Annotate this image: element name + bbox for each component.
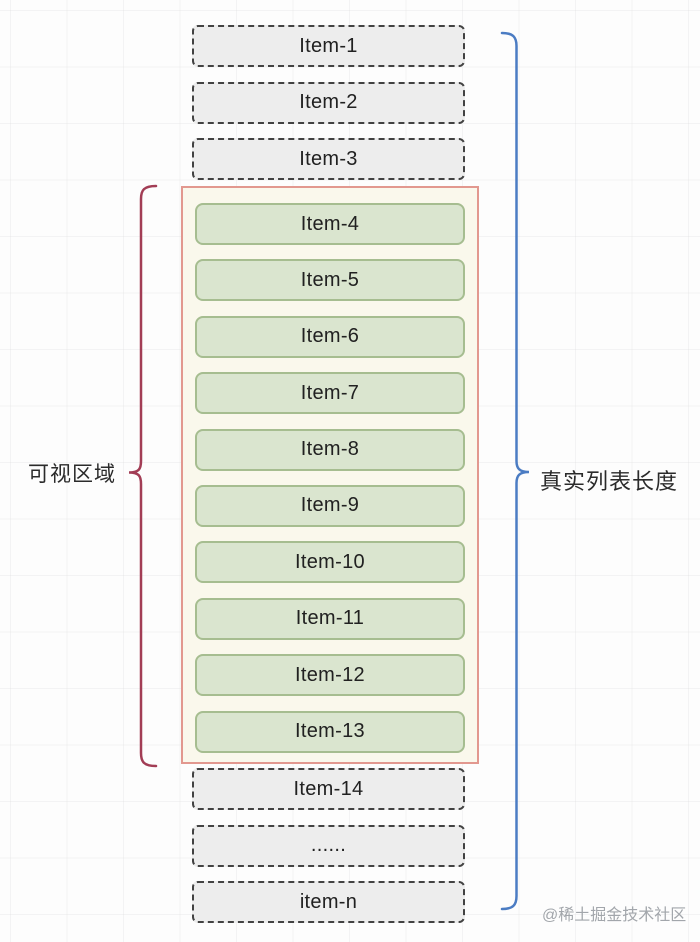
list-item: Item-1 — [192, 25, 465, 67]
watermark: @稀土掘金技术社区 — [542, 907, 687, 924]
full-list-brace — [500, 31, 530, 911]
list-item: Item-7 — [195, 372, 465, 415]
list-item: Item-12 — [195, 654, 465, 697]
list-item: Item-10 — [195, 541, 465, 584]
list-item: Item-9 — [195, 484, 465, 527]
list-item: Item-3 — [192, 138, 465, 180]
full-list-length-label: 真实列表长度 — [540, 469, 679, 494]
list-item: Item-2 — [192, 81, 465, 124]
list-item: item-n — [192, 881, 465, 923]
viewport-container: Item-4 Item-5 Item-6 Item-7 Item-8 Item-… — [181, 186, 479, 764]
items-above-viewport: Item-1 Item-2 Item-3 — [192, 25, 465, 180]
visible-area-brace — [128, 184, 158, 768]
list-item: Item-8 — [195, 428, 465, 471]
list-item: Item-11 — [195, 597, 465, 640]
list-item: Item-13 — [195, 710, 465, 753]
list-item: Item-6 — [195, 315, 465, 358]
list-item: Item-5 — [195, 259, 465, 302]
list-item-ellipsis: ...... — [192, 824, 465, 867]
list-item: Item-14 — [192, 768, 465, 810]
visible-area-label: 可视区域 — [28, 463, 116, 486]
items-below-viewport: Item-14 ...... item-n — [192, 768, 465, 923]
list-item: Item-4 — [195, 203, 465, 245]
